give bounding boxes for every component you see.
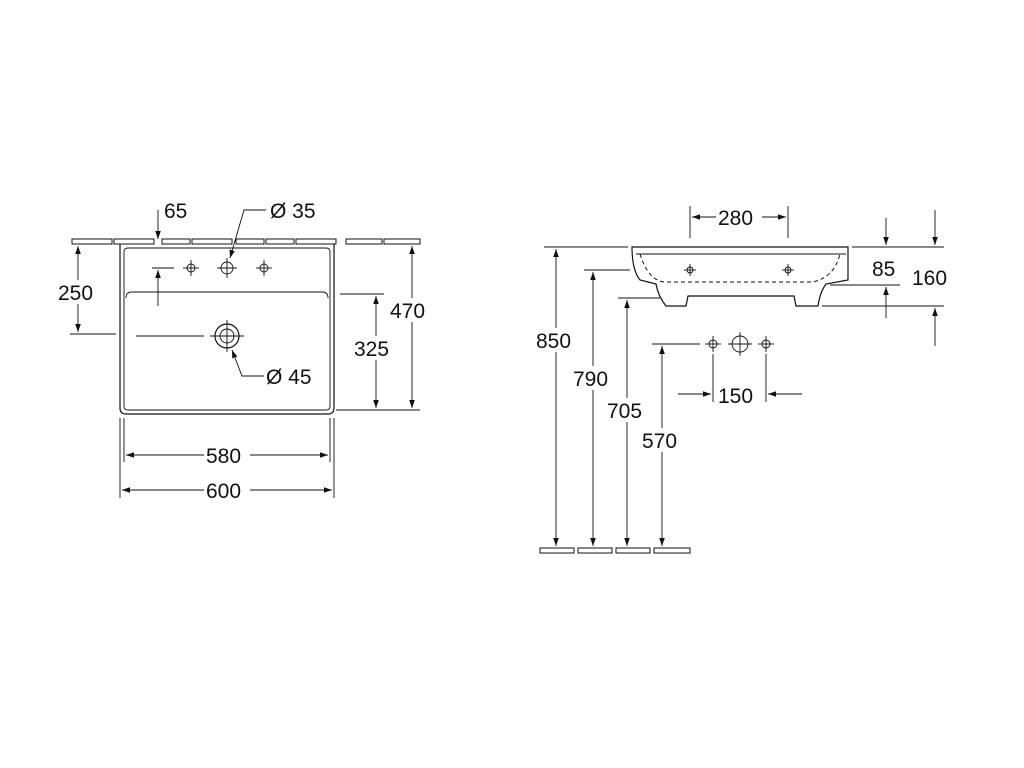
- dim-drain-hole: Ø 45: [266, 366, 312, 389]
- tap-hole-left-icon: [183, 260, 199, 276]
- basin-outer-outline: [119, 244, 335, 415]
- dim-inner-width: 580: [206, 445, 241, 468]
- floor-line: [539, 547, 691, 554]
- supply-hole-center-icon: [728, 332, 752, 356]
- dim-height-supply: 570: [642, 430, 677, 453]
- wall-line: [71, 238, 421, 245]
- dim-height-rim: 850: [536, 330, 571, 353]
- dim-height-fixing: 790: [573, 368, 608, 391]
- dim-depth-to-tap: 250: [58, 282, 93, 305]
- dim-bowl-depth: 325: [354, 338, 389, 361]
- bowl-rim-line: [125, 291, 329, 299]
- drain-hole-icon: [210, 320, 244, 352]
- dim-supply-spacing: 150: [718, 385, 753, 408]
- dim-fixing-spacing: 280: [718, 207, 753, 230]
- dim-tap-hole-leader: [229, 209, 266, 259]
- basin-side-profile: [631, 246, 849, 307]
- dim-rim-height: 85: [872, 258, 895, 281]
- dim-total-height: 160: [912, 267, 947, 290]
- basin-hidden-bowl: [639, 253, 841, 283]
- side-view: 280 85 160 850 790 705 570: [534, 205, 947, 554]
- supply-hole-left-icon: [705, 336, 721, 352]
- basin-inner-outline: [123, 247, 331, 411]
- top-view: 65 Ø 35 Ø 45 250 470 325 580 600: [56, 200, 436, 503]
- fixing-hole-right-icon: [782, 264, 794, 276]
- tap-hole-center-icon: [217, 258, 237, 278]
- dim-tap-hole: Ø 35: [270, 200, 316, 223]
- dim-height-bottom: 705: [607, 400, 642, 423]
- supply-hole-right-icon: [758, 336, 774, 352]
- dim-tap-offset: 65: [164, 200, 187, 223]
- dim-overall-depth: 470: [390, 300, 425, 323]
- tap-hole-right-icon: [256, 260, 272, 276]
- dim-drain-hole-leader: [231, 349, 264, 377]
- dim-overall-width: 600: [206, 480, 241, 503]
- fixing-hole-left-icon: [684, 264, 696, 276]
